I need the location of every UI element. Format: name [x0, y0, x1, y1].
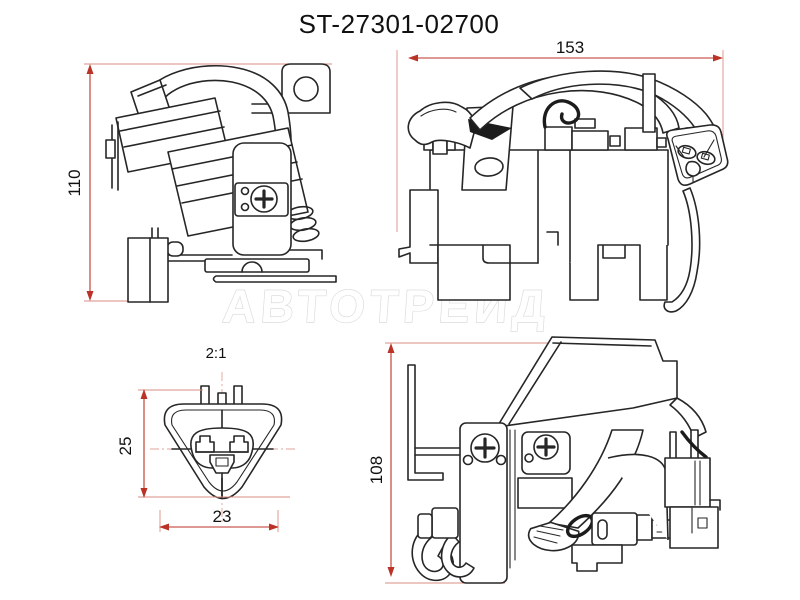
top-terminal-blocks — [544, 118, 667, 151]
terminal-pin — [229, 435, 249, 453]
wire-down-right — [663, 187, 701, 313]
right-connector-stack — [607, 429, 721, 549]
dimension-label-153: 153 — [556, 38, 584, 57]
view-front-top-right: 153 — [396, 38, 729, 313]
dimension-label-110: 110 — [65, 169, 84, 196]
dimension-label-25: 25 — [116, 437, 135, 456]
triangular-connector-detail — [163, 403, 283, 500]
leg — [437, 244, 511, 301]
arrow-up — [86, 64, 94, 74]
wire-s-clip — [542, 99, 581, 129]
middle-connector — [571, 512, 674, 572]
view-side-top-left: 110 — [65, 63, 337, 303]
screw-bracket-left — [414, 422, 516, 584]
dimension-label-108: 108 — [367, 456, 386, 484]
thin-bracket-bar — [407, 364, 444, 481]
terminal-pin — [195, 435, 215, 453]
leg — [569, 245, 599, 301]
top-plate — [496, 336, 678, 428]
base-bracket — [151, 227, 337, 283]
dimension-label-23: 23 — [213, 507, 232, 526]
view-rear-bottom-right: 108 — [367, 336, 721, 584]
view-connector-detail: 2:1 25 — [116, 345, 298, 532]
relay-front-body — [398, 149, 669, 301]
leg — [639, 245, 668, 301]
bracket-hole — [293, 76, 319, 102]
screw-bracket-right — [517, 431, 573, 509]
left-leg — [127, 237, 169, 303]
triangular-connector-small — [666, 124, 729, 186]
scale-label: 2:1 — [206, 345, 227, 362]
arrow-down — [86, 291, 94, 301]
mounting-bracket — [251, 63, 331, 114]
connector-slot — [597, 519, 608, 540]
screw-plate — [234, 182, 289, 217]
wire-loops — [411, 507, 475, 582]
wire-bundle-diagonal — [527, 429, 644, 552]
oval-slot — [474, 157, 504, 177]
part-number-title: ST-27301-02700 — [299, 9, 500, 39]
